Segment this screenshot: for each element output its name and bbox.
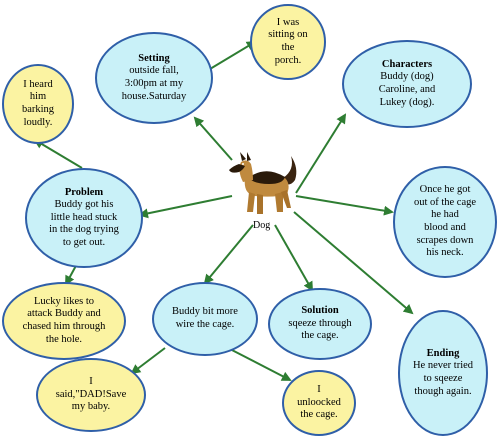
- dad-text: I said,"DAD!Save my baby.: [55, 376, 127, 413]
- arrow-center-to-characters: [295, 113, 347, 194]
- barking-node: I heard him barking loudly.: [2, 64, 74, 144]
- setting-title: Setting: [138, 52, 170, 64]
- unlocked-text: I unloocked the cage.: [297, 384, 341, 421]
- arrow-center-to-bit: [203, 224, 254, 285]
- dad-node: I said,"DAD!Save my baby.: [36, 358, 146, 432]
- porch-node: I was sitting on the porch.: [250, 4, 326, 80]
- barking-text: I heard him barking loudly.: [21, 78, 55, 128]
- porch-text: I was sitting on the porch.: [268, 16, 308, 66]
- center-dog-label: Dog: [253, 220, 271, 231]
- arrow-center-to-ending: [293, 211, 414, 315]
- solution-text: sqeeze through the cage.: [288, 317, 352, 342]
- lucky-node: Lucky likes to attack Buddy and chased h…: [2, 282, 126, 360]
- characters-text: Buddy (dog) Caroline, and Lukey (dog).: [378, 71, 436, 108]
- arrow-center-to-problem: [138, 195, 233, 219]
- ending-node: Ending He never tried to sqeeze though a…: [398, 310, 488, 436]
- arrow-problem-to-barking: [33, 138, 83, 169]
- german-shepherd-dog-icon: [229, 152, 297, 214]
- characters-title: Characters: [381, 58, 433, 70]
- problem-node: Problem Buddy got his little head stuck …: [25, 168, 143, 268]
- arrow-center-to-setting: [193, 116, 233, 161]
- problem-title: Problem: [64, 186, 104, 198]
- solution-title: Solution: [301, 305, 339, 317]
- unlocked-node: I unloocked the cage.: [282, 370, 356, 436]
- ending-title: Ending: [426, 347, 460, 359]
- arrow-setting-to-porch: [204, 40, 257, 73]
- problem-text: Buddy got his little head stuck in the d…: [49, 199, 119, 248]
- setting-text: outside fall, 3:00pm at my house.Saturda…: [121, 65, 187, 102]
- characters-node: Characters Buddy (dog) Caroline, and Luk…: [342, 40, 472, 128]
- blood-node: Once he got out of the cage he had blood…: [393, 166, 497, 278]
- solution-node: Solution sqeeze through the cage.: [268, 288, 372, 360]
- arrow-center-to-solution: [274, 224, 313, 292]
- bit-text: Buddy bit more wire the cage.: [172, 306, 238, 330]
- blood-text: Once he got out of the cage he had blood…: [413, 184, 477, 259]
- arrow-center-to-blood: [295, 195, 394, 216]
- arrow-bit-to-unlocked: [227, 347, 292, 381]
- setting-node: Setting outside fall, 3:00pm at my house…: [95, 32, 213, 124]
- arrow-bit-to-dad: [130, 347, 166, 375]
- lucky-text: Lucky likes to attack Buddy and chased h…: [22, 295, 106, 345]
- bit-node: Buddy bit more wire the cage.: [152, 282, 258, 356]
- ending-text: He never tried to sqeeze though again.: [412, 360, 474, 397]
